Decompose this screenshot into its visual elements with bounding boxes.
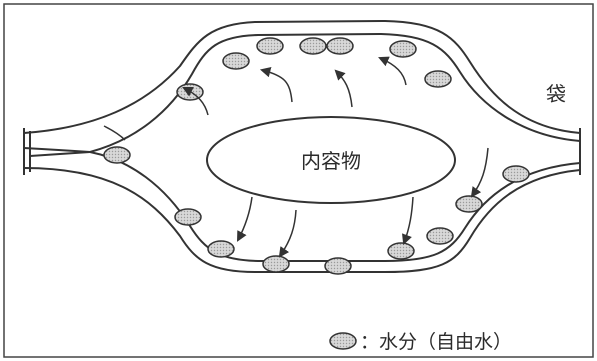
water-droplet <box>389 40 417 58</box>
water-droplet <box>455 195 483 213</box>
water-droplets <box>103 37 530 275</box>
frame-border <box>3 3 594 358</box>
arrow <box>103 125 126 141</box>
water-droplet <box>326 37 354 55</box>
legend-label: ：水分（自由水） <box>360 331 512 353</box>
water-droplet <box>222 52 250 70</box>
legend-droplet-icon <box>329 332 357 350</box>
arrow <box>278 209 297 258</box>
bag-label: 袋 <box>546 82 566 106</box>
legend: ：水分（自由水） <box>329 331 512 353</box>
water-droplet <box>387 242 415 260</box>
water-droplet <box>174 208 202 226</box>
arrow <box>334 69 353 108</box>
arrow <box>378 56 407 86</box>
bag-outer-outline <box>23 19 581 273</box>
arrow <box>182 87 209 116</box>
water-droplet <box>103 146 131 164</box>
water-droplet <box>502 165 530 183</box>
water-droplet <box>256 37 284 55</box>
movement-arrows <box>103 56 489 258</box>
water-droplet <box>299 37 327 55</box>
water-droplet <box>262 255 290 273</box>
arrow <box>402 196 414 245</box>
arrow <box>470 147 489 198</box>
water-droplet <box>426 227 454 245</box>
bag-inner-outline <box>89 32 581 262</box>
arrow <box>259 67 293 103</box>
contents-label: 内容物 <box>301 149 361 173</box>
arrow <box>237 196 253 242</box>
water-droplet <box>324 257 352 275</box>
water-droplet <box>207 240 235 258</box>
contents-ellipse <box>206 116 456 204</box>
water-droplet <box>424 70 452 88</box>
